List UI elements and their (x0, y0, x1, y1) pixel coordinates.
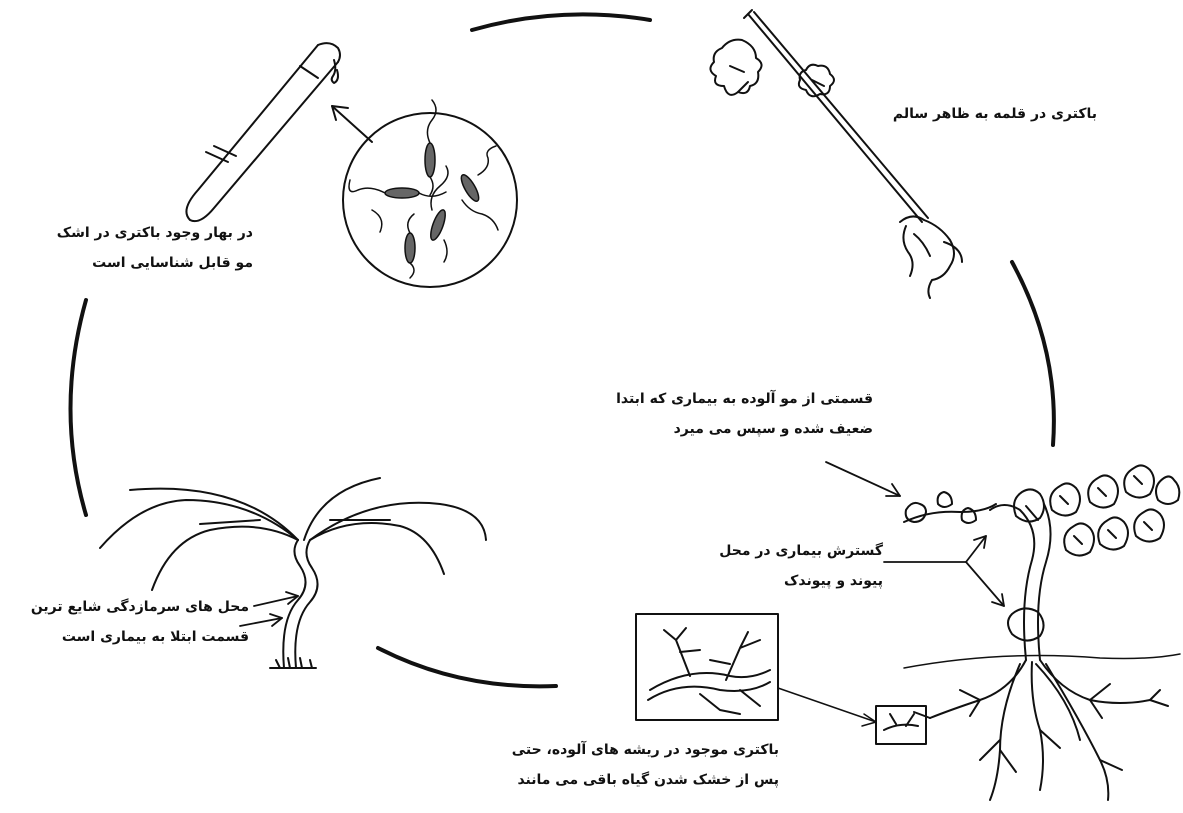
cutting-in-hand-illustration (710, 10, 962, 298)
label-line: پس از خشک شدن گیاه باقی می مانند (512, 765, 779, 795)
bacteria-magnified-circle (332, 100, 517, 287)
cycle-arc-right (1012, 262, 1054, 445)
cycle-arc-left (71, 300, 87, 515)
label-line: قسمتی از مو آلوده به بیماری که ابتدا (616, 384, 873, 414)
healthy-leaves-cluster (1014, 465, 1179, 555)
label-graft-union-spread: گسترش بیماری در محل پیوند و پیوندک (719, 536, 883, 596)
cane-with-sap-illustration (186, 43, 340, 221)
infected-vine-illustration (904, 465, 1180, 800)
root-system (914, 660, 1168, 800)
label-line: مو قابل شناسایی است (57, 248, 253, 278)
label-line: پیوند و پیوندک (719, 566, 883, 596)
label-line: در بهار وجود باکتری در اشک (57, 218, 253, 248)
label-line: باکتری موجود در ریشه های آلوده، حتی (512, 735, 779, 765)
label-line: محل های سرمازدگی شایع ترین (31, 592, 249, 622)
soil-line (904, 654, 1180, 668)
label-frost-injury-sites: محل های سرمازدگی شایع ترین قسمت ابتلا به… (31, 592, 249, 652)
label-line: گسترش بیماری در محل (719, 536, 883, 566)
label-bacteria-in-sap: در بهار وجود باکتری در اشک مو قابل شناسا… (57, 218, 253, 278)
label-line: ضعیف شده و سپس می میرد (616, 414, 873, 444)
label-line: قسمت ابتلا به بیماری است (31, 622, 249, 652)
label-line: باکتری در قلمه به ظاهر سالم (893, 99, 1097, 129)
cycle-arc-top (472, 14, 650, 30)
label-symptomless-cutting: باکتری در قلمه به ظاهر سالم (893, 99, 1097, 129)
label-bacteria-in-roots: باکتری موجود در ریشه های آلوده، حتی پس ا… (512, 735, 779, 795)
cycle-arc-bottom (378, 648, 556, 686)
label-infected-part-dies: قسمتی از مو آلوده به بیماری که ابتدا ضعی… (616, 384, 873, 444)
root-inset (636, 614, 926, 744)
